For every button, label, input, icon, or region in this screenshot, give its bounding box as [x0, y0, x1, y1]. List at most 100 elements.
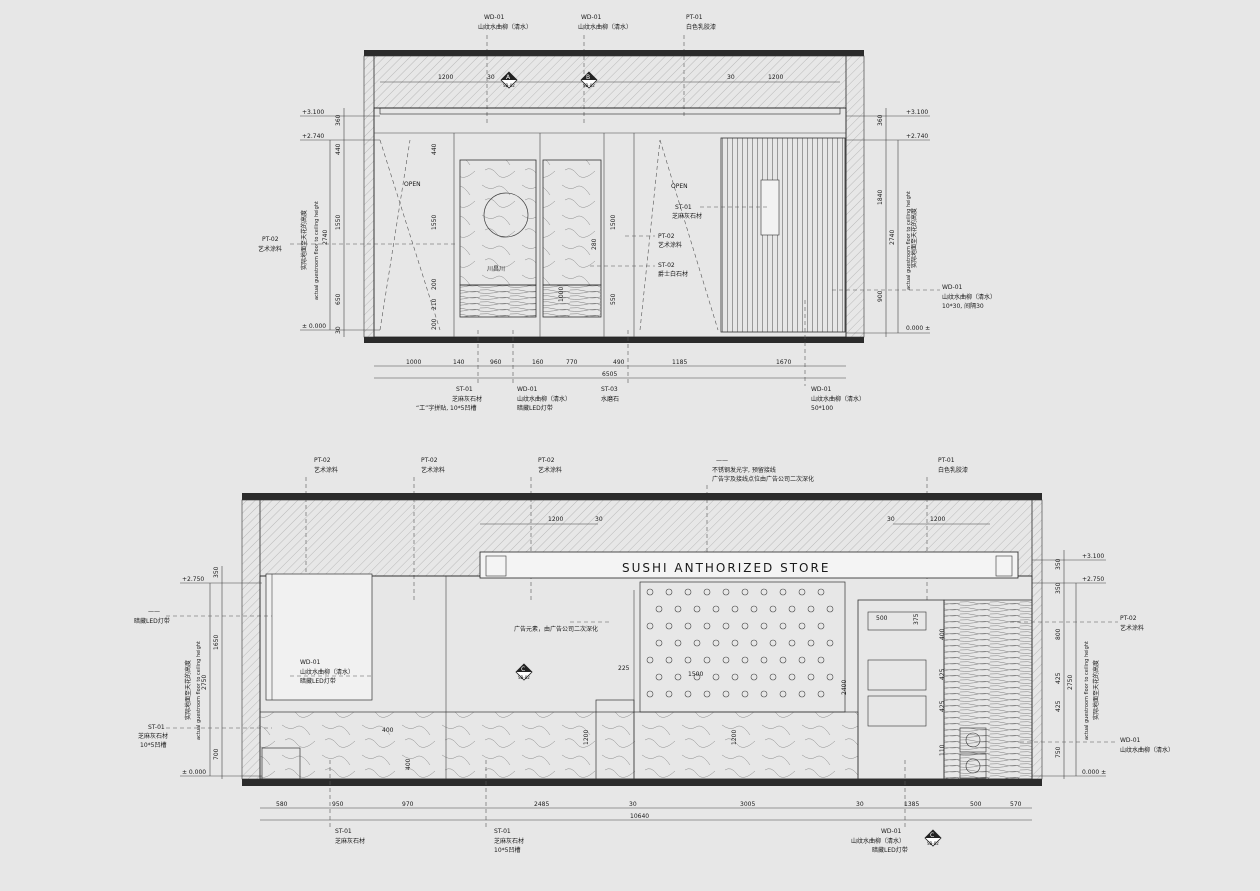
- menu-icon: [817, 588, 825, 596]
- tag-code: ST-01: [675, 204, 692, 211]
- tag-code: ——: [148, 608, 160, 615]
- dim-text: 200: [431, 318, 438, 330]
- lower-bottom-tags: ST-01 芝麻灰石材 ST-01 芝麻灰石材 10*5凹槽 WD-01 山纹水…: [329, 760, 908, 854]
- menu-icon: [807, 673, 815, 681]
- tag-sub: 暗藏LED灯带: [300, 677, 336, 685]
- tag-code: WD-01: [811, 386, 832, 393]
- dim-text: 650: [335, 293, 342, 305]
- upper-right-wall: [845, 55, 865, 338]
- tag-text: 白色乳胶漆: [938, 466, 968, 474]
- tag-code: ST-01: [494, 828, 511, 835]
- menu-icon: [750, 639, 758, 647]
- tag-sub: 广告字及接线点位由广告公司二次深化: [712, 475, 814, 483]
- menu-icon: [788, 605, 796, 613]
- dim-text: 490: [613, 359, 625, 366]
- dim-text: 1670: [776, 359, 791, 366]
- dim-text: 1385: [904, 801, 919, 808]
- tag-sub: 10*5凹槽: [140, 741, 166, 749]
- menu-icon: [665, 588, 673, 596]
- menu-icon: [798, 656, 806, 664]
- tag-text: 水磨石: [601, 395, 619, 403]
- dim-text: 360: [335, 114, 342, 126]
- level-text: ± 0.000: [182, 769, 206, 776]
- dim-text: 140: [453, 359, 465, 366]
- marker-ref: SB-02: [583, 83, 595, 88]
- tag-sub: 10*5凹槽: [494, 846, 520, 854]
- dim-text: 2750: [201, 675, 208, 690]
- menu-icon: [798, 622, 806, 630]
- marble-panel-right: [542, 159, 602, 286]
- upper-right-open-door: OPEN: [639, 139, 719, 331]
- marker-letter: A: [506, 74, 511, 81]
- dim-text: 360: [877, 114, 884, 126]
- menu-icon-grid: [646, 588, 834, 698]
- lower-right-tags: PT-02 艺术涂料 WD-01 山纹水曲柳（清水）: [1010, 615, 1174, 754]
- round-mirror: [483, 192, 529, 238]
- tag-code: PT-02: [1120, 615, 1137, 622]
- menu-icon: [646, 622, 654, 630]
- tag-text: 山纹水曲柳（清水）: [942, 293, 996, 301]
- vanity-left: [459, 284, 537, 318]
- tag-text: 山纹水曲柳（清水）: [478, 23, 532, 31]
- menu-icon: [817, 656, 825, 664]
- upper-top-dimensions: 1200 30 30 1200: [380, 74, 840, 83]
- dim-text: 970: [402, 801, 414, 808]
- dim-text: 500: [970, 801, 982, 808]
- marker-ref: SB-02: [518, 675, 530, 680]
- tag-text: 山纹水曲柳（清水）: [851, 837, 905, 845]
- menu-icon: [779, 588, 787, 596]
- menu-icon: [760, 588, 768, 596]
- lower-right-wall: [1031, 499, 1043, 780]
- menu-icon: [817, 690, 825, 698]
- dim-text: 10640: [630, 813, 649, 820]
- section-marker-icon[interactable]: C SB-02: [924, 829, 942, 847]
- tag-code: WD-01: [581, 14, 602, 21]
- menu-icon-board: [639, 581, 846, 713]
- section-marker-icon[interactable]: A SB-02: [500, 71, 518, 89]
- dim-text: 30: [335, 326, 342, 334]
- marker-letter: B: [586, 74, 590, 81]
- lower-left-levels: +2.750 ± 0.000 350 1650 700 2750 实际地面至天花…: [180, 566, 262, 779]
- dim-text: 960: [490, 359, 502, 366]
- tag-code: PT-02: [538, 457, 555, 464]
- dim-text: 425: [1055, 672, 1062, 684]
- lower-top-dimensions: 1200 30 30 1200: [480, 516, 990, 525]
- level-text: +3.100: [1082, 553, 1104, 560]
- ad-label: 广告元素，由广告公司二次深化: [514, 625, 598, 633]
- tag-code: ST-01: [335, 828, 352, 835]
- menu-icon: [693, 605, 701, 613]
- level-text: 0.000 ±: [906, 325, 930, 332]
- tag-text: 芝麻灰石材: [452, 395, 482, 403]
- upper-bottom-dimensions: 1000 140 960 160 770 490 1185 1670 6505: [374, 359, 846, 379]
- dim-text: 2740: [322, 230, 329, 245]
- tag-code: WD-01: [517, 386, 538, 393]
- lower-left-wall: [241, 499, 261, 780]
- upper-inner-dimensions: 440 1550 200 210 200 280 1500 1000 550: [431, 143, 617, 330]
- dim-text: 580: [276, 801, 288, 808]
- level-text: +2.740: [302, 133, 324, 140]
- dim-text: 1200: [548, 516, 563, 523]
- upper-left-tag: PT-02 艺术涂料: [258, 236, 455, 253]
- dim-text: 2400: [841, 680, 848, 695]
- menu-icon: [674, 605, 682, 613]
- menu-icon: [665, 690, 673, 698]
- tag-text: 山纹水曲柳（清水）: [300, 668, 354, 676]
- menu-icon: [760, 656, 768, 664]
- lower-floor-slab: [242, 779, 1042, 786]
- menu-icon: [798, 588, 806, 596]
- dim-text: 950: [332, 801, 344, 808]
- menu-icon: [712, 673, 720, 681]
- section-marker-icon[interactable]: C SB-02: [515, 663, 533, 681]
- section-marker-icon[interactable]: B SB-02: [580, 71, 598, 89]
- dim-text: 1550: [335, 215, 342, 230]
- menu-icon: [646, 690, 654, 698]
- tag-sub: 10*30, 间隔30: [942, 302, 984, 310]
- level-text: 0.000 ±: [1082, 769, 1106, 776]
- slatted-wood-wall: [720, 137, 846, 333]
- dim-text: 110: [939, 744, 946, 756]
- upper-right-tag: WD-01 山纹水曲柳（清水） 10*30, 间隔30: [832, 284, 996, 310]
- dim-text: 700: [213, 748, 220, 760]
- menu-icon: [703, 588, 711, 596]
- menu-icon: [826, 639, 834, 647]
- menu-icon: [646, 656, 654, 664]
